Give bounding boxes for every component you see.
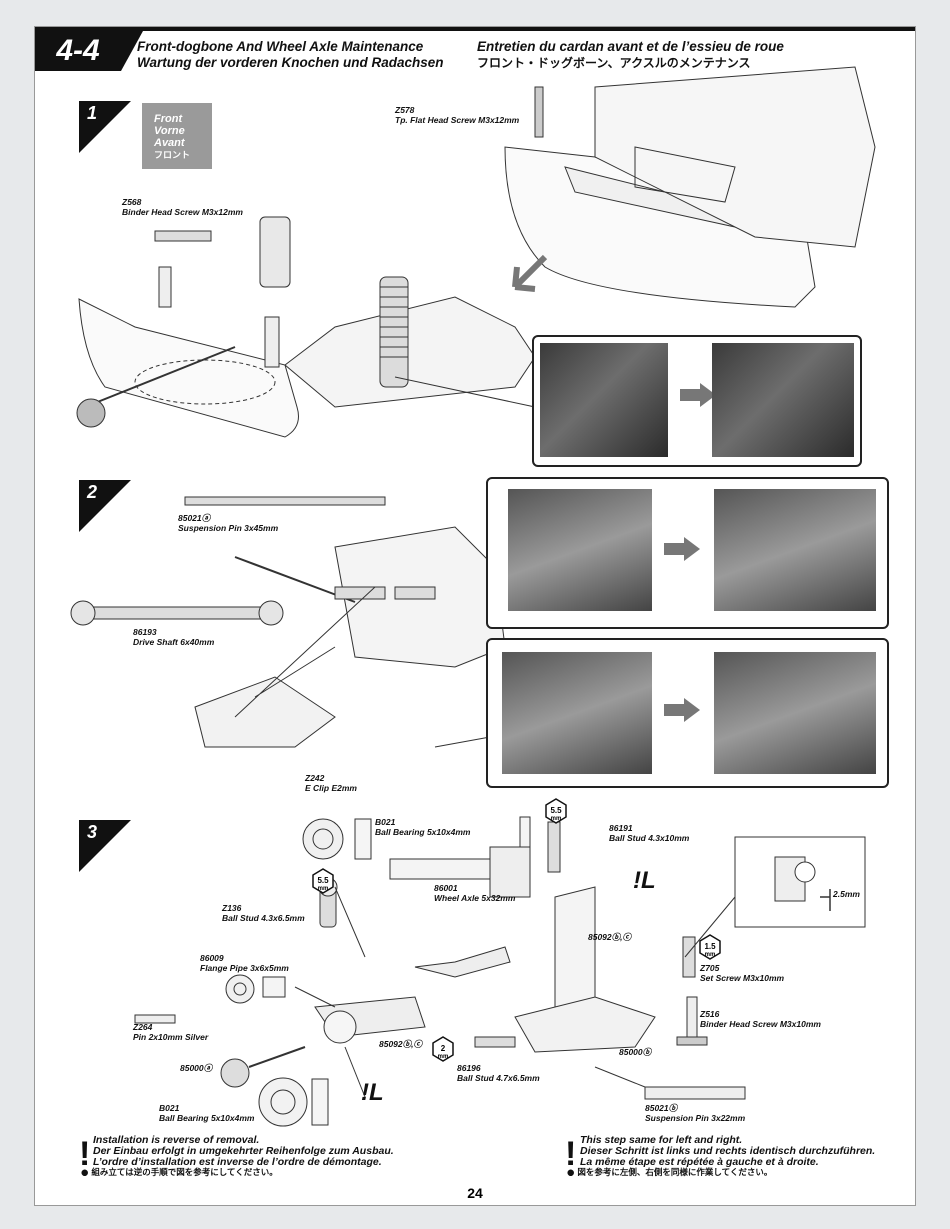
- note-right-en: This step same for left and right.: [580, 1134, 743, 1146]
- note-right-jp: ● 図を参考に左側、右側を同様に作業してください。: [567, 1168, 773, 1178]
- title-jp: フロント・ドッグボーン、アクスルのメンテナンス: [477, 56, 751, 70]
- manual-page: 4-4 Front-dogbone And Wheel Axle Mainten…: [34, 26, 916, 1206]
- step-3-marker: 3: [79, 820, 131, 872]
- note-right-de: Dieser Schritt ist links und rechts iden…: [580, 1145, 876, 1157]
- detail-photo: [714, 489, 876, 611]
- step-2-detail-panel-top: [486, 477, 889, 629]
- ref-85000-b: 85000ⓑ: [619, 1047, 652, 1057]
- left-side-mark: !L: [633, 867, 656, 894]
- note-right-fr: La même étape est répétée à gauche et à …: [580, 1156, 819, 1168]
- left-side-mark: !L: [361, 1079, 384, 1106]
- note-left-de: Der Einbau erfolgt in umgekehrter Reihen…: [93, 1145, 394, 1157]
- gap-dimension: 2.5mm: [833, 889, 860, 899]
- ref-85092-mid: 85092ⓑ,ⓒ: [379, 1039, 422, 1049]
- step-2-detail-panel-bottom: [486, 638, 889, 788]
- line-art-illustrations: [70, 66, 876, 1127]
- detail-photo: [540, 343, 668, 457]
- step-1-detail-panel: [532, 335, 862, 467]
- page-number: 24: [467, 1185, 483, 1201]
- note-left-fr: L’ordre d’installation est inverse de l’…: [93, 1156, 382, 1168]
- title-en: Front-dogbone And Wheel Axle Maintenance: [137, 39, 424, 54]
- ref-85000-a: 85000ⓐ: [180, 1063, 213, 1073]
- next-arrow: [664, 537, 700, 561]
- note-left-en: Installation is reverse of removal.: [93, 1134, 260, 1146]
- title-fr: Entretien du cardan avant et de l’essieu…: [477, 39, 784, 54]
- detail-photo: [712, 343, 854, 457]
- detail-photo: [714, 652, 876, 774]
- detail-photo: [508, 489, 652, 611]
- section-number: 4-4: [35, 31, 143, 71]
- ref-85092-top: 85092ⓑ,ⓒ: [588, 932, 631, 942]
- note-left-jp: ● 組み立ては逆の手順で図を参考にしてください。: [81, 1168, 278, 1178]
- step-2-marker: 2: [79, 480, 131, 532]
- title-de: Wartung der vorderen Knochen und Radachs…: [137, 55, 444, 70]
- detail-photo: [502, 652, 652, 774]
- header-rule: [35, 27, 915, 31]
- caution-icon: !: [565, 1135, 577, 1173]
- caution-icon: !: [79, 1135, 91, 1173]
- step-1-marker: 1: [79, 101, 131, 153]
- next-arrow: [664, 698, 700, 722]
